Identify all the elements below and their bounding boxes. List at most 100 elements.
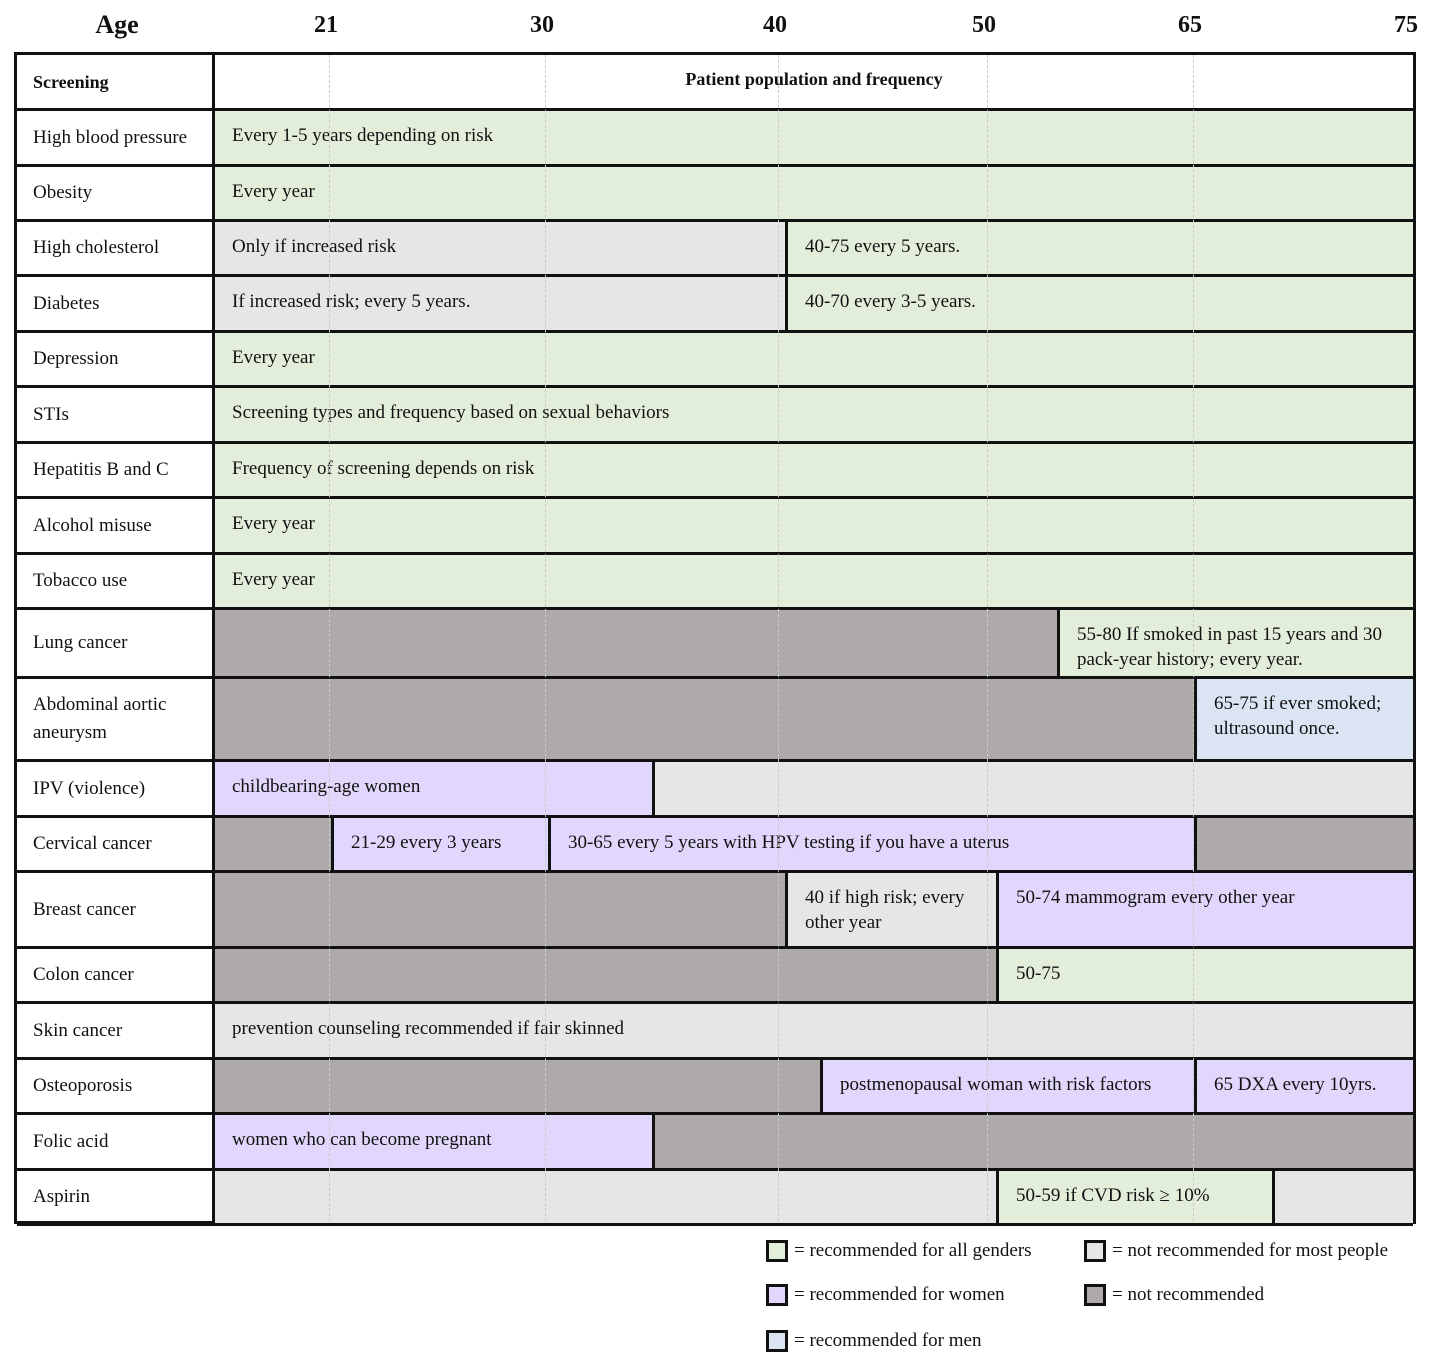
legend-swatch — [1084, 1284, 1106, 1306]
recommendation-text: women who can become pregnant — [232, 1129, 492, 1150]
screening-name: Diabetes — [17, 277, 215, 330]
recommendation-text: Every year — [232, 569, 315, 590]
legend-item: = recommended for men — [766, 1326, 981, 1356]
legend-item: = not recommended for most people — [1084, 1236, 1388, 1266]
recommendation-text: 40-70 every 3-5 years. — [805, 291, 976, 312]
screening-name: Alcohol misuse — [17, 499, 215, 552]
table-row: High blood pressure Every 1-5 years depen… — [17, 111, 1413, 167]
recommendation-segment — [215, 679, 1194, 759]
recommendation-segment: Screening types and frequency based on s… — [215, 388, 1413, 441]
recommendation-text: 30-65 every 5 years with HPV testing if … — [568, 832, 1010, 853]
recommendation-text: childbearing-age women — [232, 776, 421, 797]
legend-label: = not recommended for most people — [1112, 1240, 1389, 1261]
recommendation-segment: Every year — [215, 167, 1413, 219]
recommendation-segment: 30-65 every 5 years with HPV testing if … — [548, 818, 1194, 870]
age-tick-label: 21 — [314, 12, 338, 38]
screening-name: Abdominal aortic aneurysm — [17, 679, 215, 759]
recommendation-text: 50-75 — [1016, 963, 1061, 984]
recommendation-segment: Only if increased risk — [215, 222, 785, 274]
age-tick-label: 40 — [763, 12, 787, 38]
recommendation-segment: 50-75 — [996, 949, 1413, 1001]
recommendation-segment — [215, 949, 996, 1001]
table-row: Skin cancer prevention counseling recomme… — [17, 1004, 1413, 1060]
legend-swatch — [766, 1284, 788, 1306]
table-row: Breast cancer 40 if high risk; every othe… — [17, 873, 1413, 949]
recommendation-segment: prevention counseling recommended if fai… — [215, 1004, 1413, 1057]
screening-name: STIs — [17, 388, 215, 441]
table-row: Hepatitis B and C Frequency of screening … — [17, 444, 1413, 499]
age-tick-label: 65 — [1178, 12, 1202, 38]
age-tick-label: 30 — [530, 12, 554, 38]
screening-name: Hepatitis B and C — [17, 444, 215, 496]
legend-label: = recommended for men — [794, 1330, 982, 1351]
table-row: Alcohol misuse Every year — [17, 499, 1413, 555]
recommendation-text: Every 1-5 years depending on risk — [232, 125, 494, 146]
recommendation-text: prevention counseling recommended if fai… — [232, 1018, 625, 1039]
recommendation-text: postmenopausal woman with risk factors — [840, 1074, 1152, 1095]
recommendation-segment — [215, 1060, 820, 1112]
recommendation-text: Frequency of screening depends on risk — [232, 458, 535, 479]
recommendation-text: 21-29 every 3 years — [351, 832, 502, 853]
legend-item: = not recommended — [1084, 1280, 1264, 1310]
screening-name: Tobacco use — [17, 555, 215, 607]
table-row: Folic acid women who can become pregnant — [17, 1115, 1413, 1171]
recommendation-text: Every year — [232, 513, 315, 534]
recommendation-segment — [215, 873, 785, 946]
table-row: Colon cancer 50-75 — [17, 949, 1413, 1004]
recommendation-text: Screening types and frequency based on s… — [232, 402, 670, 423]
screening-name: IPV (violence) — [17, 762, 215, 815]
table-row: IPV (violence) childbearing-age women — [17, 762, 1413, 818]
screening-name: Breast cancer — [17, 873, 215, 946]
legend-label: = not recommended — [1112, 1284, 1265, 1305]
recommendation-segment: 40 if high risk; every other year — [785, 873, 996, 946]
screening-name: High blood pressure — [17, 111, 215, 164]
screening-name: Skin cancer — [17, 1004, 215, 1057]
recommendation-text: If increased risk; every 5 years. — [232, 291, 471, 312]
screening-name: High cholesterol — [17, 222, 215, 274]
screening-column-header: Screening — [17, 55, 215, 108]
age-tick-label: 50 — [972, 12, 996, 38]
recommendation-segment — [215, 818, 331, 870]
recommendation-segment — [1272, 1171, 1413, 1223]
recommendation-segment: 65-75 if ever smoked; ultrasound once. — [1194, 679, 1413, 759]
recommendation-text: 50-74 mammogram every other year — [1016, 887, 1295, 908]
recommendation-segment: Every year — [215, 333, 1413, 385]
legend-item: = recommended for all genders — [766, 1236, 1032, 1266]
recommendation-text: Every year — [232, 347, 315, 368]
table-row: STIs Screening types and frequency based … — [17, 388, 1413, 444]
recommendation-segment — [652, 762, 1413, 815]
recommendation-text: 55-80 If smoked in past 15 years and 30 … — [1077, 624, 1382, 670]
population-column-header: Patient population and frequency — [685, 69, 943, 89]
recommendation-segment: women who can become pregnant — [215, 1115, 652, 1168]
table-row: Lung cancer 55-80 If smoked in past 15 ye… — [17, 610, 1413, 679]
legend-swatch — [766, 1240, 788, 1262]
recommendation-text: 65 DXA every 10yrs. — [1214, 1074, 1377, 1095]
screening-name: Aspirin — [17, 1171, 215, 1223]
recommendation-segment — [215, 1171, 996, 1223]
screening-table: Screening Patient population and frequen… — [14, 52, 1416, 1226]
legend-item: = recommended for women — [766, 1280, 1005, 1310]
age-axis-title: Age — [95, 10, 139, 39]
recommendation-segment: If increased risk; every 5 years. — [215, 277, 785, 330]
legend-label: = recommended for women — [794, 1284, 1005, 1305]
screening-name: Colon cancer — [17, 949, 215, 1001]
table-row: Tobacco use Every year — [17, 555, 1413, 610]
recommendation-text: 65-75 if ever smoked; ultrasound once. — [1214, 693, 1382, 739]
legend-label: = recommended for all genders — [794, 1240, 1032, 1261]
recommendation-segment: Every year — [215, 555, 1413, 607]
recommendation-text: 40 if high risk; every other year — [805, 887, 965, 933]
table-header-row: Screening Patient population and frequen… — [17, 55, 1413, 111]
table-row: Diabetes If increased risk; every 5 years… — [17, 277, 1413, 333]
screening-name: Folic acid — [17, 1115, 215, 1168]
recommendation-text: 40-75 every 5 years. — [805, 236, 961, 257]
screening-name: Lung cancer — [17, 610, 215, 676]
recommendation-segment: 55-80 If smoked in past 15 years and 30 … — [1057, 610, 1413, 676]
recommendation-segment: 40-70 every 3-5 years. — [785, 277, 1413, 330]
recommendation-segment: Every 1-5 years depending on risk — [215, 111, 1413, 164]
recommendation-segment: childbearing-age women — [215, 762, 652, 815]
